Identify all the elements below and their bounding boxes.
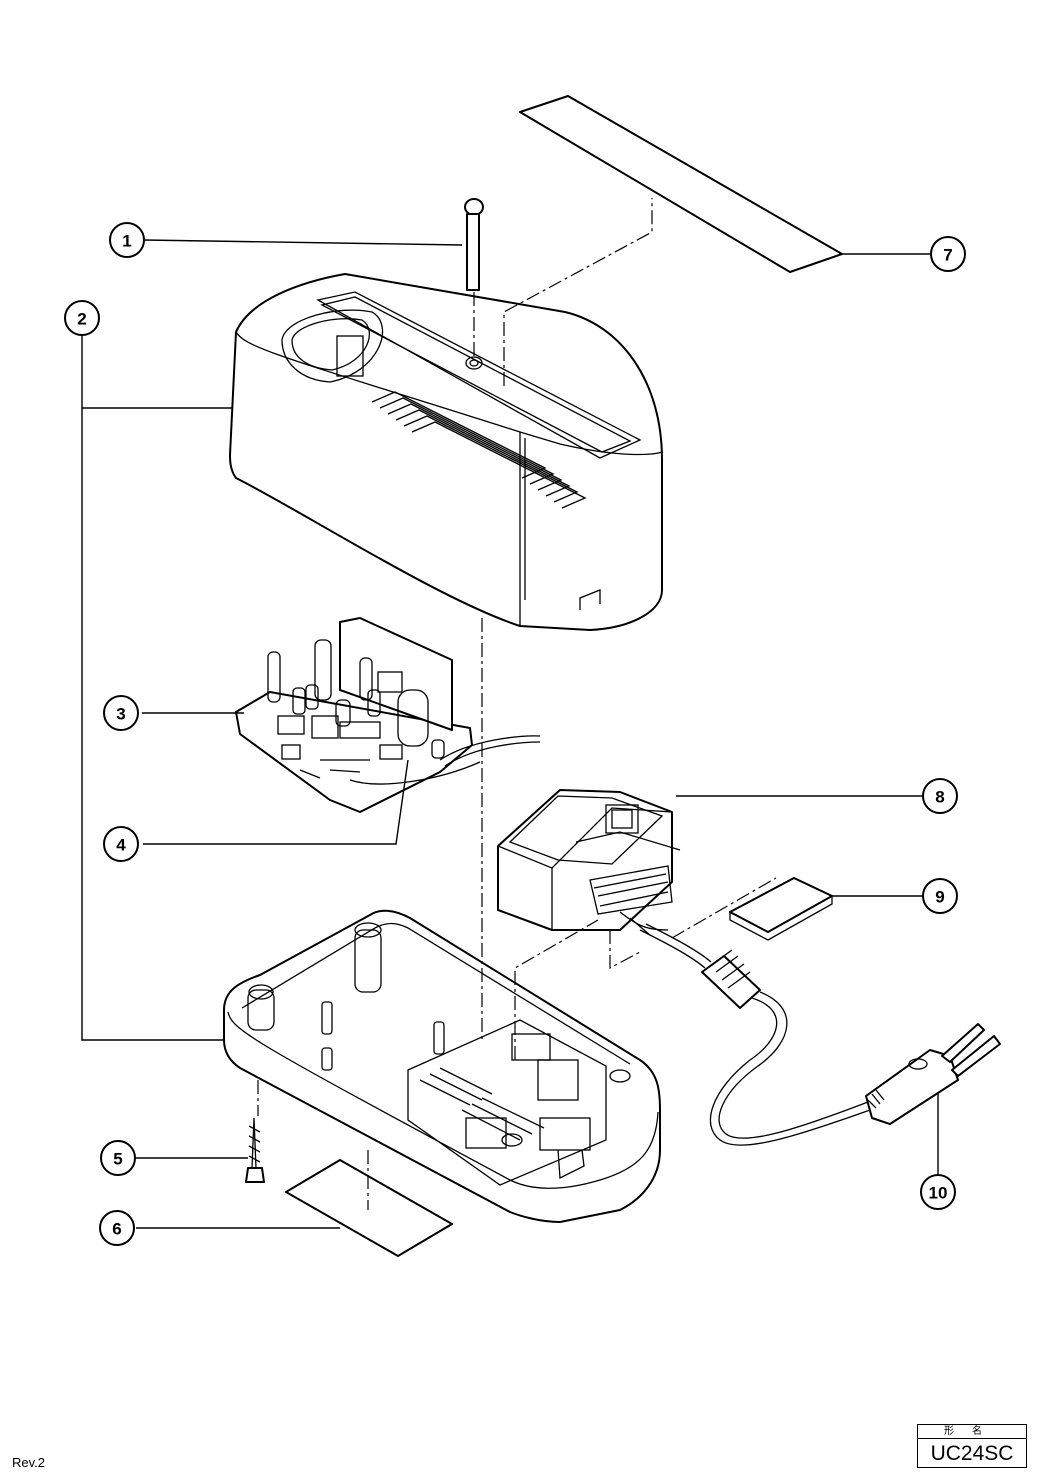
callout-4: 4 xyxy=(103,826,139,862)
callout-3-label: 3 xyxy=(116,705,125,724)
bottom-label-part xyxy=(285,1159,453,1257)
callout-9-label: 9 xyxy=(935,888,944,907)
charger-base xyxy=(223,909,661,1223)
callout-5-label: 5 xyxy=(113,1150,122,1169)
label-plate-part xyxy=(519,95,843,273)
vent-slots xyxy=(371,391,587,509)
callout-9: 9 xyxy=(922,878,958,914)
assembly-centerlines xyxy=(257,198,777,1210)
callout-8: 8 xyxy=(922,778,958,814)
callout-7: 7 xyxy=(930,236,966,272)
callout-3: 3 xyxy=(103,695,139,731)
callout-1-label: 1 xyxy=(122,232,131,251)
transformer-part xyxy=(497,789,681,936)
callout-6: 6 xyxy=(99,1210,135,1246)
callout-1: 1 xyxy=(109,222,145,258)
charger-top-cover xyxy=(229,273,663,631)
leader-lines xyxy=(81,239,939,1229)
pad-part xyxy=(729,877,833,941)
model-name: UC24SC xyxy=(930,1442,1014,1465)
callout-2: 2 xyxy=(64,300,100,336)
model-title-block: 形名 UC24SC xyxy=(917,1424,1027,1468)
callout-8-label: 8 xyxy=(935,788,944,807)
pin-part xyxy=(464,198,484,291)
circuit-board-part xyxy=(235,617,541,813)
callout-5: 5 xyxy=(100,1140,136,1176)
screw-part xyxy=(245,1117,265,1183)
callout-10-label: 10 xyxy=(929,1184,948,1203)
callout-7-label: 7 xyxy=(943,246,952,265)
callout-10: 10 xyxy=(920,1174,956,1210)
revision-label: Rev.2 xyxy=(12,1455,45,1470)
callout-4-label: 4 xyxy=(116,836,126,855)
power-cord-part xyxy=(639,923,1001,1146)
model-header: 形名 xyxy=(918,1425,1026,1439)
callout-6-label: 6 xyxy=(112,1220,121,1239)
callout-2-label: 2 xyxy=(77,310,86,329)
